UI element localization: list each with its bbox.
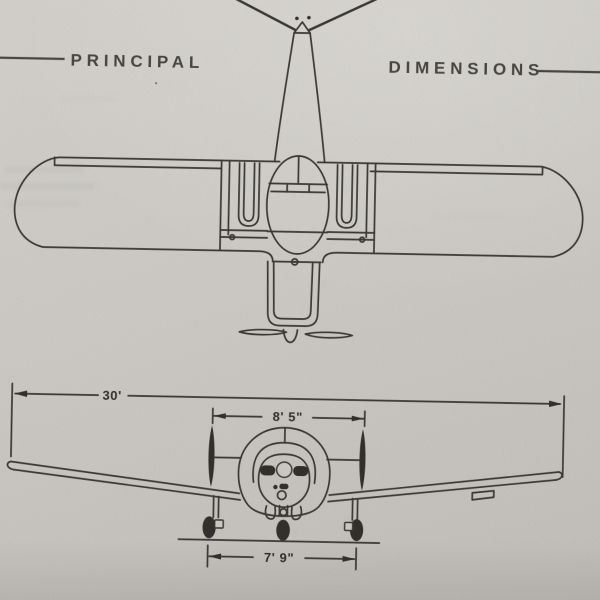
scan-grain-overlay	[0, 0, 600, 600]
scanned-manual-page: PRINCIPAL DIMENSIONS	[0, 0, 600, 600]
principal-dimensions-diagram: PRINCIPAL DIMENSIONS	[0, 0, 600, 600]
